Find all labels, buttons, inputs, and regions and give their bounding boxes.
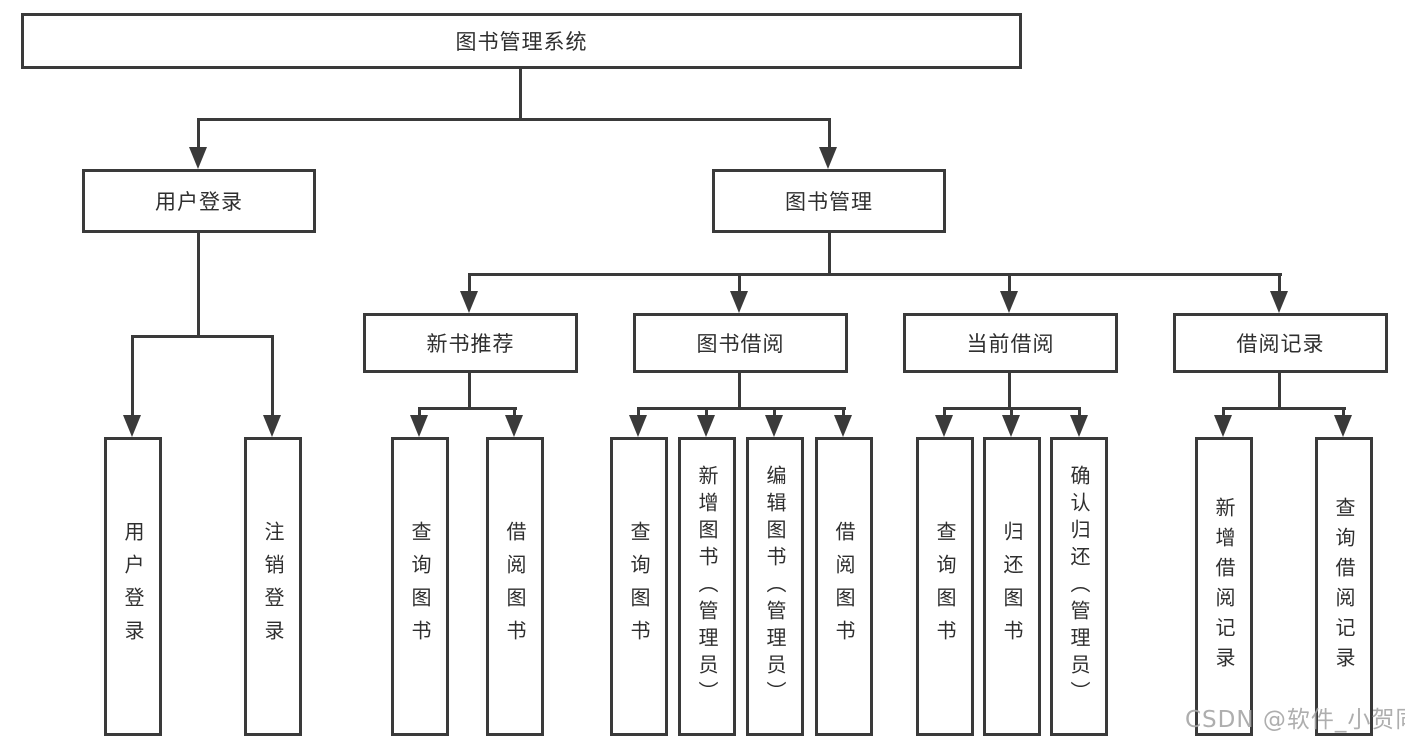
arrowhead (1334, 415, 1352, 437)
connector-line (468, 373, 471, 410)
connector-line (271, 335, 274, 415)
arrowhead (505, 415, 523, 437)
connector-line (197, 118, 200, 150)
node-borrow-records: 借阅记录 (1173, 313, 1388, 373)
csdn-watermark: CSDN @软件_小贺同学 (1185, 707, 1405, 733)
connector-line (418, 407, 421, 418)
arrowhead (629, 415, 647, 437)
arrowhead (730, 291, 748, 313)
node-label: 查询图书 (408, 520, 432, 653)
connector-line (1278, 373, 1281, 410)
connector-line (842, 407, 845, 418)
arrowhead (1214, 415, 1232, 437)
connector-line (1278, 273, 1281, 294)
connector-line (468, 273, 1282, 276)
node-leaf-query-books-c: 查询图书 (916, 437, 974, 736)
node-leaf-confirm-return: 确认归还（管理员） (1050, 437, 1108, 736)
connector-line (418, 407, 517, 410)
node-current-borrow: 当前借阅 (903, 313, 1118, 373)
node-label: 新增图书（管理员） (695, 465, 719, 708)
node-label: 查询图书 (627, 520, 651, 653)
node-leaf-query-books-a: 查询图书 (391, 437, 449, 736)
connector-line (943, 407, 946, 418)
connector-line (738, 373, 741, 410)
node-label: 图书借阅 (696, 332, 785, 356)
connector-line (513, 407, 516, 418)
node-leaf-return-books: 归还图书 (983, 437, 1041, 736)
connector-line (1222, 407, 1225, 418)
node-leaf-add-books: 新增图书（管理员） (678, 437, 736, 736)
arrowhead (123, 415, 141, 437)
arrowhead (1270, 291, 1288, 313)
connector-line (1078, 407, 1081, 418)
connector-line (1008, 273, 1011, 294)
connector-line (519, 69, 522, 121)
arrowhead (935, 415, 953, 437)
connector-line (705, 407, 708, 418)
arrowhead (263, 415, 281, 437)
connector-line (131, 335, 274, 338)
node-label: 新书推荐 (426, 332, 515, 356)
node-book-borrow: 图书借阅 (633, 313, 848, 373)
connector-line (738, 273, 741, 294)
connector-line (1008, 373, 1011, 410)
connector-line (197, 233, 200, 338)
node-book-mgmt: 图书管理 (712, 169, 946, 233)
node-label: 查询图书 (933, 520, 957, 653)
node-root: 图书管理系统 (21, 13, 1022, 69)
arrowhead (834, 415, 852, 437)
node-leaf-borrow-books-a: 借阅图书 (486, 437, 544, 736)
node-leaf-user-login: 用户登录 (104, 437, 162, 736)
arrowhead (1000, 291, 1018, 313)
arrowhead (410, 415, 428, 437)
node-label: 用户登录 (121, 520, 145, 653)
node-label: 图书管理 (785, 190, 873, 214)
node-leaf-query-borrow-record: 查询借阅记录 (1315, 437, 1373, 736)
connector-line (131, 335, 134, 415)
arrowhead (1002, 415, 1020, 437)
node-label: 新增借阅记录 (1212, 496, 1236, 677)
node-leaf-borrow-books-b: 借阅图书 (815, 437, 873, 736)
connector-line (637, 407, 640, 418)
node-label: 确认归还（管理员） (1067, 465, 1091, 708)
node-leaf-logout: 注销登录 (244, 437, 302, 736)
connector-line (828, 118, 831, 150)
node-label: 借阅记录 (1236, 332, 1325, 356)
node-label: 编辑图书（管理员） (763, 465, 787, 708)
arrowhead (765, 415, 783, 437)
node-user-login: 用户登录 (82, 169, 316, 233)
node-label: 当前借阅 (966, 332, 1055, 356)
node-leaf-query-books-b: 查询图书 (610, 437, 668, 736)
connector-line (1222, 407, 1346, 410)
node-label: 借阅图书 (503, 520, 527, 653)
connector-line (468, 273, 471, 294)
connector-line (1342, 407, 1345, 418)
node-label: 查询借阅记录 (1332, 496, 1356, 677)
arrowhead (697, 415, 715, 437)
node-label: 借阅图书 (832, 520, 856, 653)
node-label: 图书管理系统 (455, 30, 588, 54)
node-new-book-rec: 新书推荐 (363, 313, 578, 373)
connector-line (773, 407, 776, 418)
node-leaf-edit-books: 编辑图书（管理员） (746, 437, 804, 736)
arrowhead (1070, 415, 1088, 437)
connector-line (197, 118, 831, 121)
connector-line (1010, 407, 1013, 418)
connector-line (637, 407, 846, 410)
arrowhead (189, 147, 207, 169)
node-label: 注销登录 (261, 520, 285, 653)
node-leaf-add-borrow-record: 新增借阅记录 (1195, 437, 1253, 736)
arrowhead (460, 291, 478, 313)
node-label: 用户登录 (155, 190, 243, 214)
node-label: 归还图书 (1000, 520, 1024, 653)
arrowhead (819, 147, 837, 169)
connector-line (828, 233, 831, 276)
